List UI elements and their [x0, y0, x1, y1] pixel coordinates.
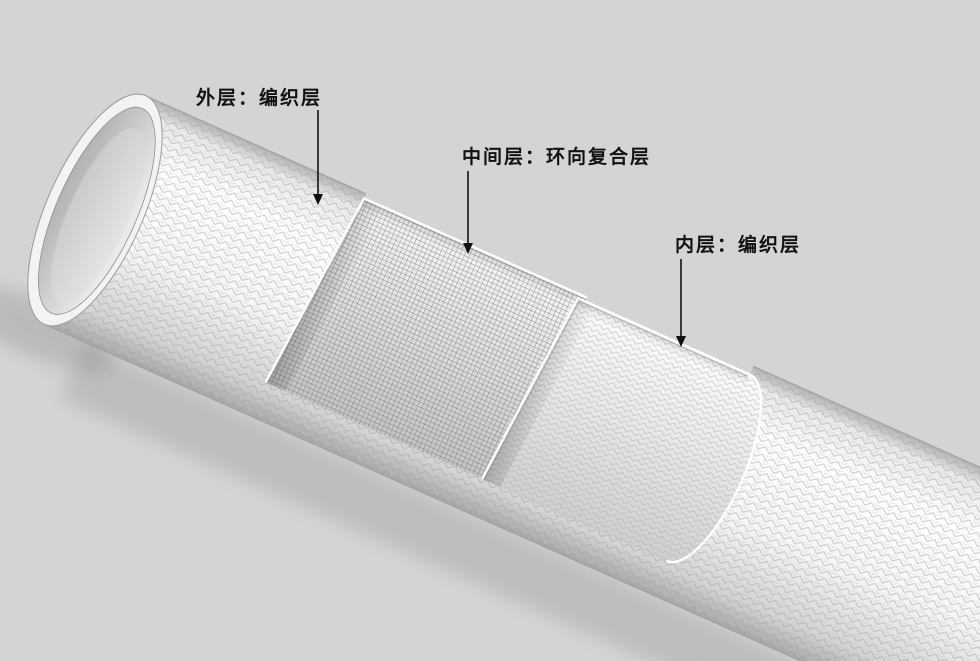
cut-edge-outer — [264, 196, 588, 383]
label-inner-layer: 内层：编织层 — [675, 233, 801, 256]
label-outer-layer: 外层：编织层 — [196, 86, 322, 109]
cut-edge-mesh — [481, 296, 763, 564]
callout-inner-layer: 内层：编织层 — [675, 233, 801, 347]
arrow-down-icon — [463, 243, 473, 254]
label-middle-layer: 中间层：环向复合层 — [462, 145, 651, 168]
arrow-down-icon — [313, 194, 323, 205]
arrow-down-icon — [676, 336, 686, 347]
hose-tube — [0, 93, 980, 661]
tube-shadow — [60, 343, 980, 661]
cutaway-notch-mesh — [363, 192, 590, 299]
cutaway-notch-inner — [577, 288, 754, 375]
tube-end-shadow — [0, 284, 114, 371]
callout-outer-layer: 外层：编织层 — [196, 86, 323, 205]
callout-middle-layer: 中间层：环向复合层 — [462, 145, 651, 254]
middle-composite-mesh-layer — [264, 196, 588, 488]
tube-opening — [27, 93, 163, 327]
inner-braided-layer — [481, 296, 763, 564]
